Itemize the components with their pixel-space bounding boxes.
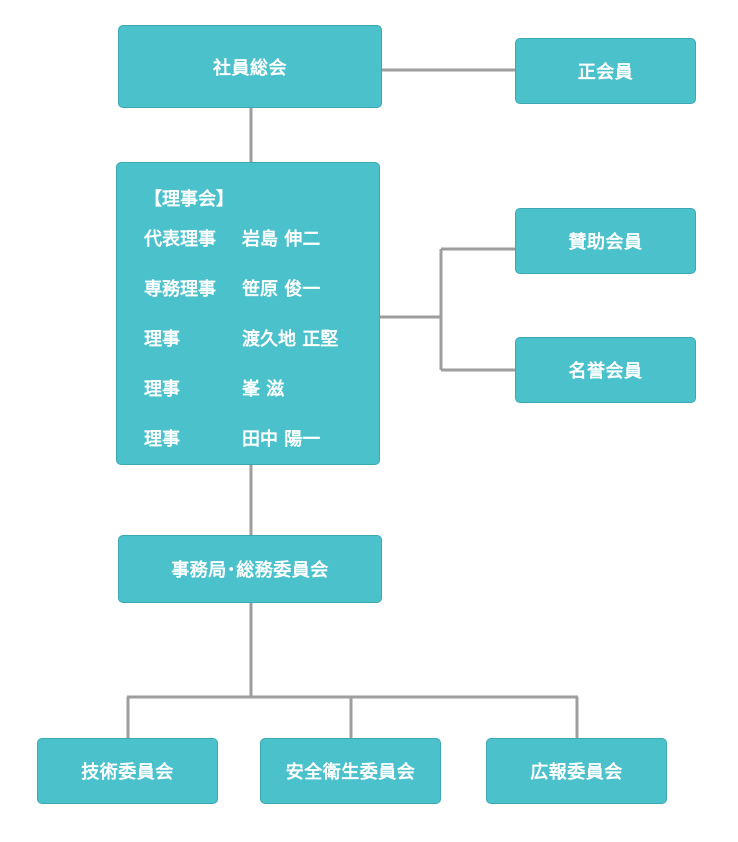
regular-members-box: 正会員 [515,38,696,104]
board-member-role: 理事 [144,329,180,350]
board-of-directors-box: 【理事会】 代表理事 岩島 伸二 専務理事 笹原 俊一 理事 渡久地 正堅 理事… [116,162,380,465]
board-member-name: 峯 滋 [242,379,285,400]
board-member-row: 理事 渡久地 正堅 [144,325,339,350]
pr-committee-label: 広報委員会 [530,762,623,783]
board-member-row: 専務理事 笹原 俊一 [144,275,321,300]
board-member-name: 笹原 俊一 [242,279,321,300]
safety-committee-box: 安全衛生委員会 [260,738,441,804]
supporting-members-box: 賛助会員 [515,208,696,274]
board-member-row: 理事 田中 陽一 [144,425,321,450]
board-member-role: 専務理事 [144,279,216,300]
secretariat-box: 事務局･総務委員会 [118,535,382,603]
secretariat-label: 事務局･総務委員会 [171,560,329,581]
board-heading: 【理事会】 [144,189,234,210]
board-member-row: 代表理事 岩島 伸二 [144,225,321,250]
general-meeting-box: 社員総会 [118,25,382,108]
board-member-role: 理事 [144,379,180,400]
honorary-members-label: 名誉会員 [568,361,643,382]
board-member-name: 岩島 伸二 [242,229,321,250]
board-member-role: 理事 [144,429,180,450]
supporting-members-label: 賛助会員 [568,232,643,253]
board-member-name: 渡久地 正堅 [242,329,339,350]
board-member-name: 田中 陽一 [242,429,321,450]
safety-committee-label: 安全衛生委員会 [285,762,416,783]
honorary-members-box: 名誉会員 [515,337,696,403]
general-meeting-label: 社員総会 [213,57,287,79]
technical-committee-box: 技術委員会 [37,738,218,804]
pr-committee-box: 広報委員会 [486,738,667,804]
board-member-row: 理事 峯 滋 [144,375,285,400]
technical-committee-label: 技術委員会 [81,762,174,783]
board-member-role: 代表理事 [144,229,216,250]
regular-members-label: 正会員 [577,62,634,83]
